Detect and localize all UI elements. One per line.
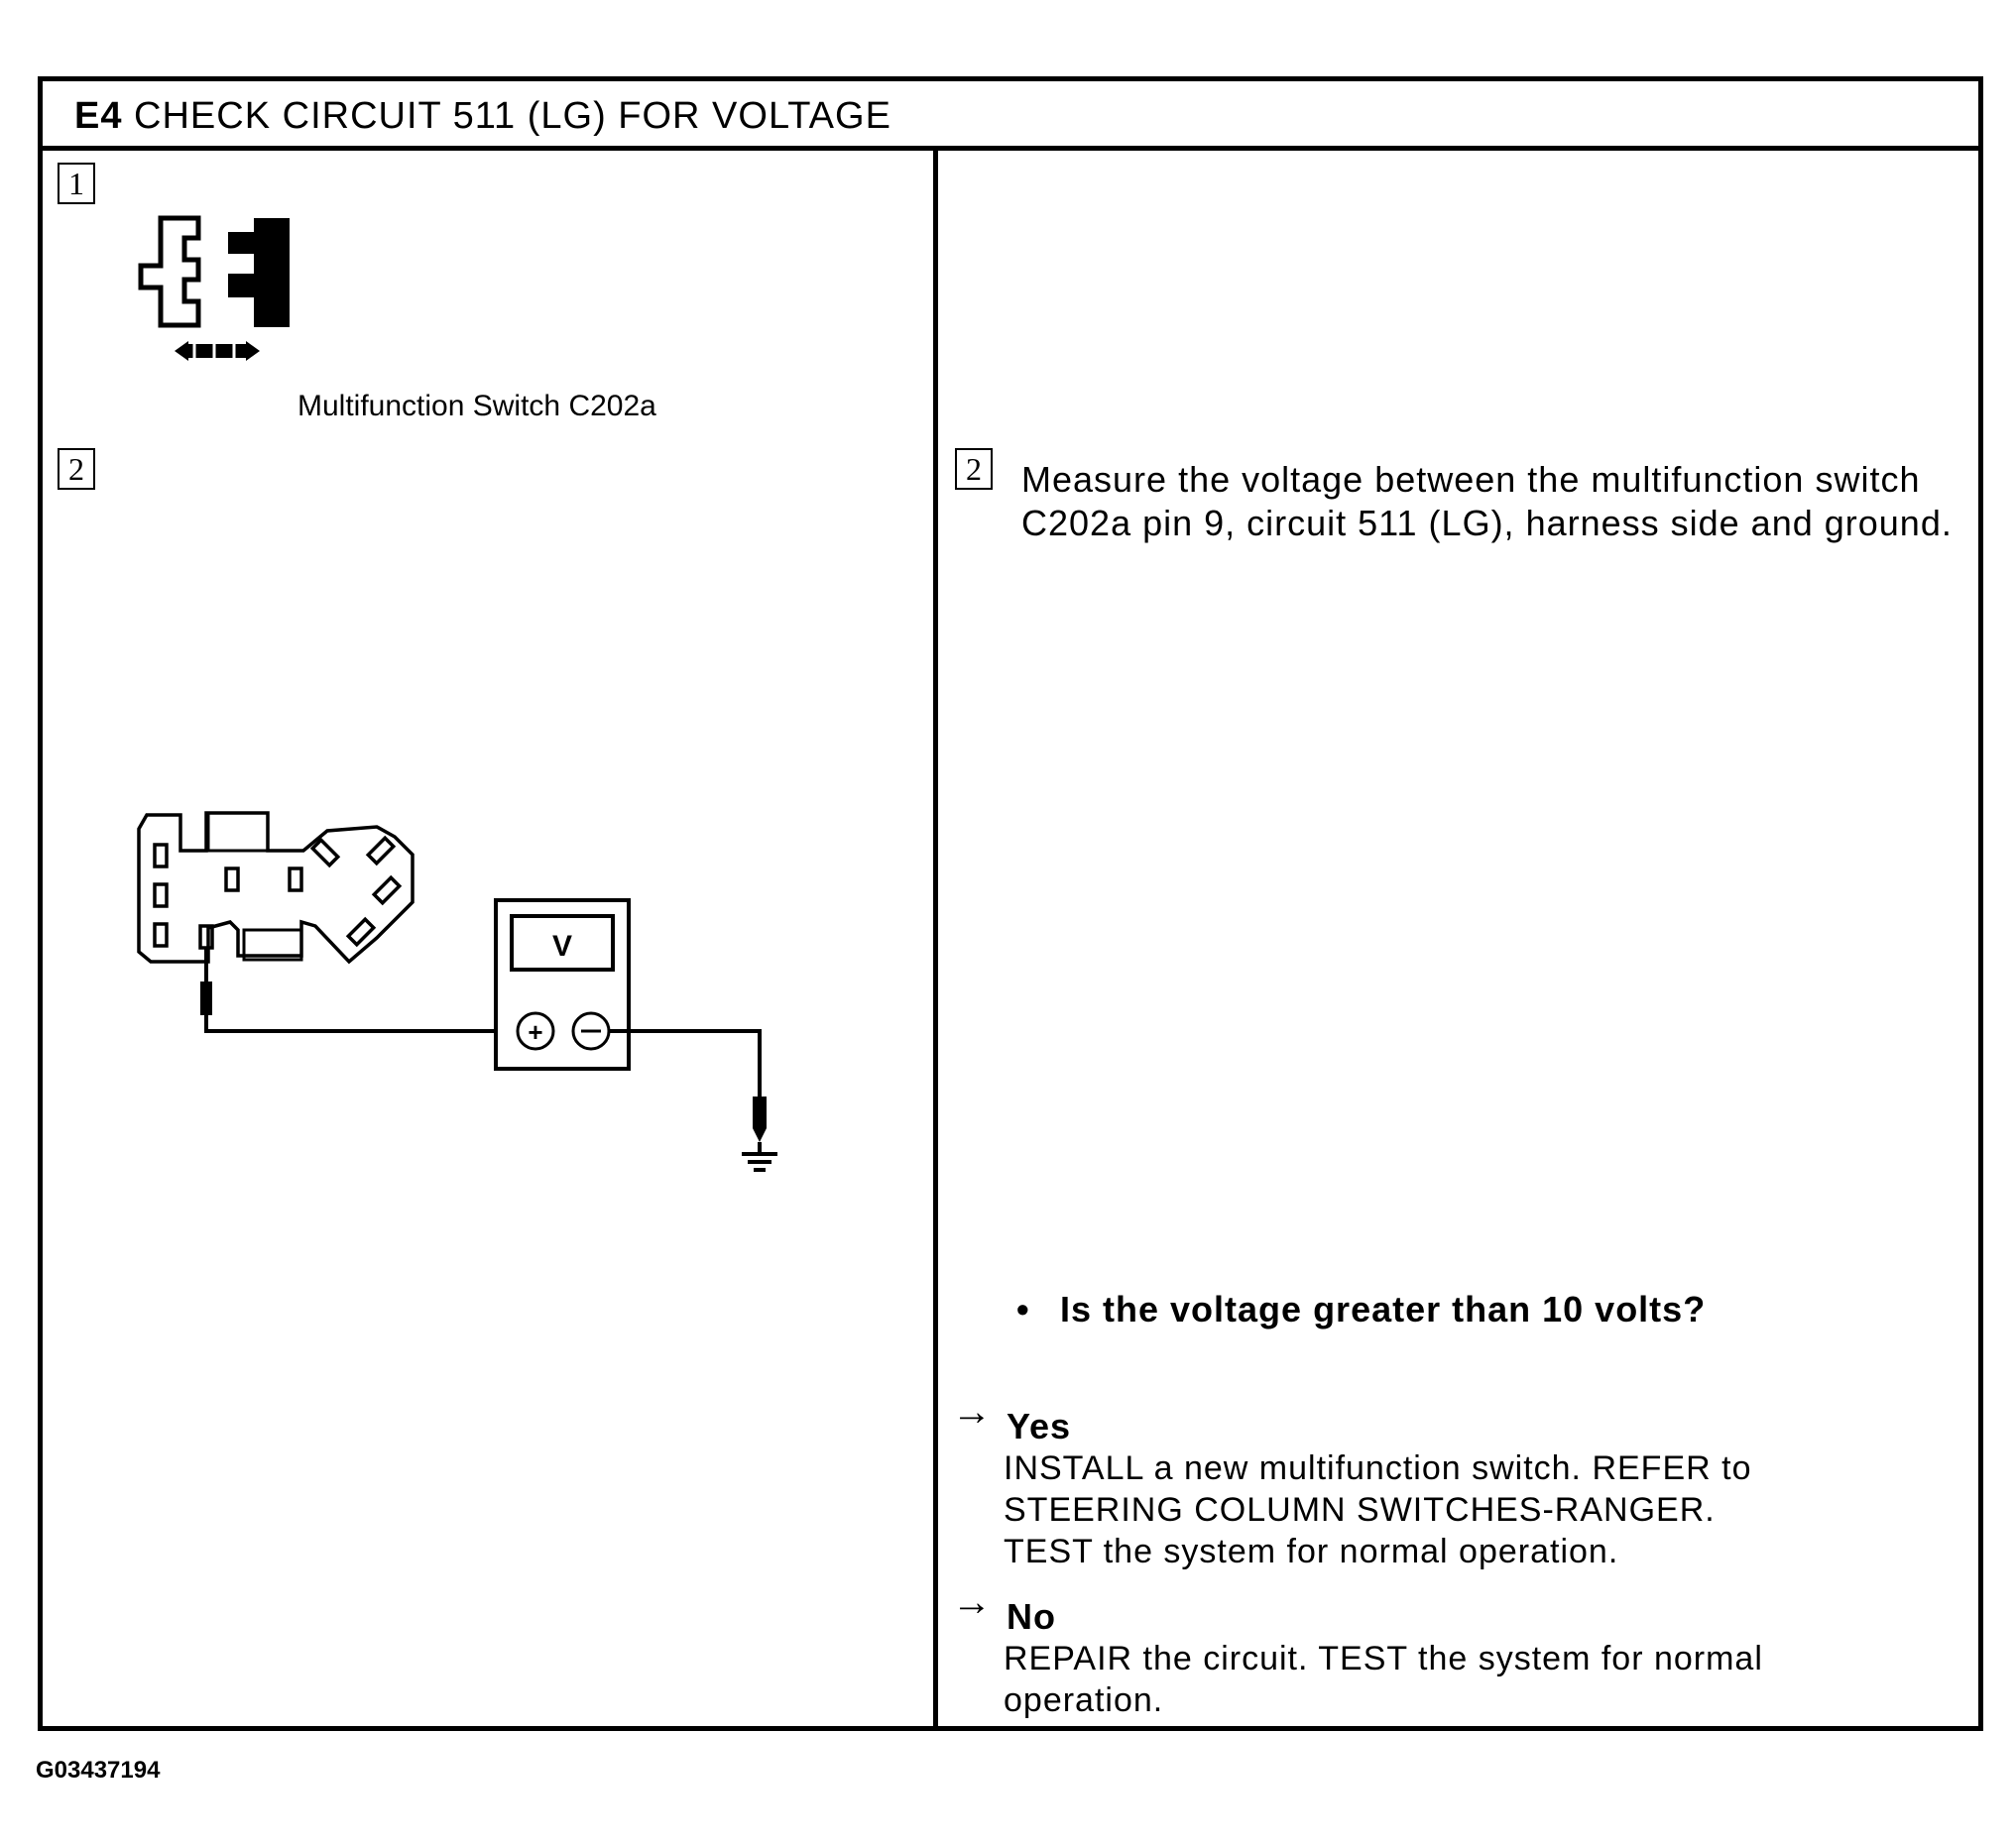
step-2-marker: 2	[58, 448, 95, 490]
yes-line: STEERING COLUMN SWITCHES-RANGER.	[1004, 1491, 1716, 1529]
question-row: • Is the voltage greater than 10 volts?	[1016, 1289, 1706, 1330]
title-text: CHECK CIRCUIT 511 (LG) FOR VOLTAGE	[134, 95, 891, 137]
column-divider	[933, 151, 938, 1726]
procedure-frame: E4 CHECK CIRCUIT 511 (LG) FOR VOLTAGE	[38, 76, 1983, 1731]
step-1-marker: 1	[58, 163, 95, 204]
no-line: REPAIR the circuit. TEST the system for …	[1004, 1640, 1763, 1677]
figure-id: G03437194	[36, 1757, 161, 1784]
measurement-instruction: Measure the voltage between the multifun…	[1021, 459, 1953, 543]
connector-caption: Multifunction Switch C202a	[297, 390, 656, 422]
yes-arrow-icon: →	[952, 1390, 992, 1434]
page-title: E4 CHECK CIRCUIT 511 (LG) FOR VOLTAGE	[74, 95, 891, 138]
no-line: operation.	[1004, 1681, 1164, 1719]
yes-line: INSTALL a new multifunction switch. REFE…	[1004, 1449, 1752, 1487]
no-text: REPAIR the circuit. TEST the system for …	[1004, 1638, 1896, 1721]
yes-text: INSTALL a new multifunction switch. REFE…	[1004, 1447, 1896, 1572]
no-label: No	[1007, 1596, 1056, 1637]
step-2-right-marker: 2	[955, 448, 993, 490]
question-text: Is the voltage greater than 10 volts?	[1060, 1289, 1707, 1329]
step-code: E4	[74, 95, 123, 137]
title-bar: E4 CHECK CIRCUIT 511 (LG) FOR VOLTAGE	[43, 81, 1978, 151]
yes-line: TEST the system for normal operation.	[1004, 1533, 1619, 1570]
yes-label: Yes	[1007, 1406, 1072, 1446]
no-arrow-icon: →	[952, 1580, 992, 1624]
bullet-icon: •	[1016, 1289, 1030, 1329]
